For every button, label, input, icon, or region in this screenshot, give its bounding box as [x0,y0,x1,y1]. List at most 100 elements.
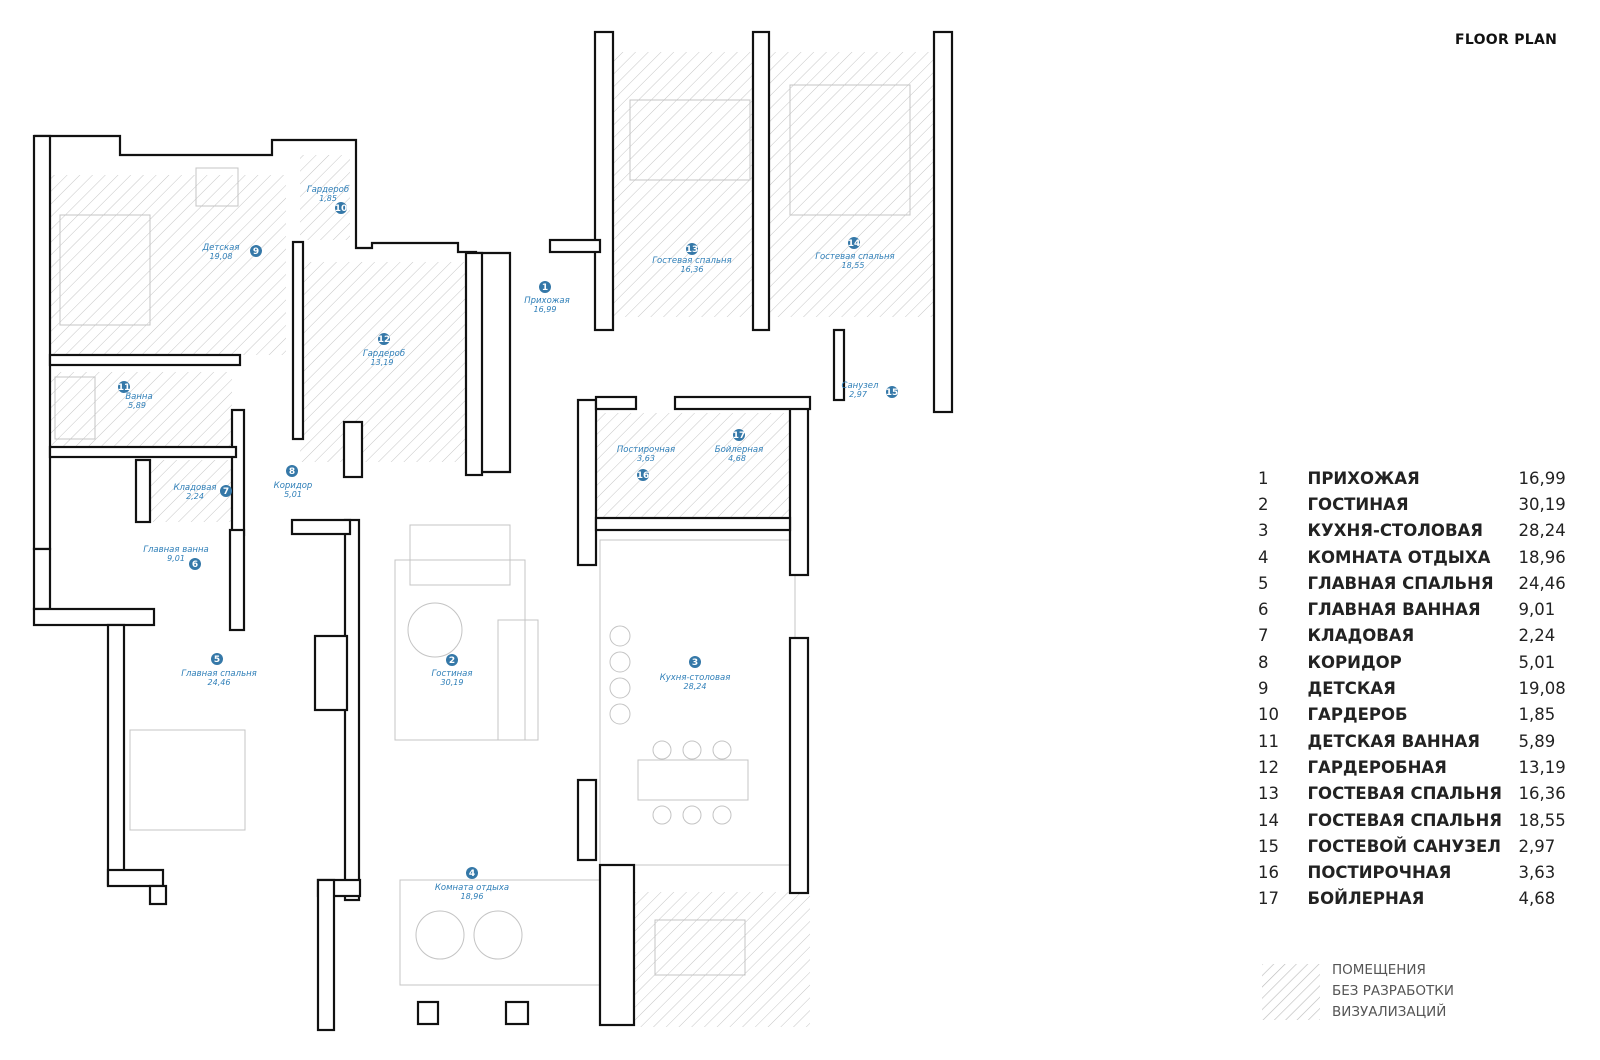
legend-name: ГЛАВНАЯ СПАЛЬНЯ [1307,573,1494,593]
legend-area: 5,89 [1518,731,1556,751]
wall-segment [788,636,810,895]
hatched-rooms [50,52,940,1027]
room-12-marker: 12 Гардероб 13,19 [363,333,405,367]
hatch-room-11 [50,372,232,447]
hatch-room-10 [300,155,350,240]
svg-text:9,01: 9,01 [167,554,185,563]
room-11-marker: 11 Ванна 5,89 [118,381,153,410]
hatch-line: БЕЗ РАЗРАБОТКИ [1332,983,1454,999]
svg-text:Главная ванна: Главная ванна [143,545,209,555]
wall-segment [48,445,238,459]
svg-text:10: 10 [335,204,348,214]
wall-segment [576,778,598,862]
wall-segment [290,518,352,536]
legend-name: КОРИДОР [1307,652,1402,672]
svg-text:13,19: 13,19 [371,358,394,367]
wall-segment [48,353,242,367]
svg-text:15: 15 [886,388,899,398]
svg-text:Гостевая спальня: Гостевая спальня [815,252,894,262]
wall-segment [106,623,126,887]
wall-segment [504,1000,530,1026]
svg-text:Комната отдыха: Комната отдыха [435,883,509,893]
svg-text:2,24: 2,24 [186,492,204,501]
legend-area: 24,46 [1518,573,1566,593]
svg-text:4,68: 4,68 [728,454,746,463]
room-8-marker: 8 Коридор 5,01 [274,465,312,499]
room-17-marker: 17 Бойлерная 4,68 [715,429,763,463]
svg-text:16,36: 16,36 [681,265,704,274]
legend-name: КУХНЯ-СТОЛОВАЯ [1307,521,1483,541]
wall-segment [594,395,638,411]
legend-name: ДЕТСКАЯ [1307,679,1396,699]
svg-text:5,01: 5,01 [284,490,302,499]
room-1-marker: 1 Прихожая 16,99 [524,281,570,314]
svg-text:6: 6 [192,560,198,570]
legend-num: 12 [1258,757,1279,777]
legend-name: ПРИХОЖАЯ [1307,468,1420,488]
legend-area: 5,01 [1518,652,1556,672]
legend-num: 13 [1258,784,1279,804]
legend-num: 7 [1258,626,1269,646]
legend-name: КОМНАТА ОТДЫХА [1307,547,1491,567]
svg-text:9: 9 [253,247,259,257]
svg-text:18,55: 18,55 [842,261,865,270]
wall-segment [932,30,954,414]
legend-area: 9,01 [1518,600,1556,620]
room-3-marker: 3 Кухня-столовая 28,24 [660,656,730,691]
legend-num: 8 [1258,652,1269,672]
legend-num: 1 [1258,468,1269,488]
hatch-legend-text: ПОМЕЩЕНИЯ БЕЗ РАЗРАБОТКИ ВИЗУАЛИЗАЦИЙ [1332,960,1512,1023]
svg-text:5,89: 5,89 [128,401,146,410]
legend-area: 16,36 [1518,784,1566,804]
room-14-marker: 14 Гостевая спальня 18,55 [815,237,895,270]
legend-name: ГОСТЕВОЙ САНУЗЕЛ [1307,836,1501,856]
room-15-marker: 15 Санузел 2,97 [842,381,899,399]
legend-name: ПОСТИРОЧНАЯ [1307,863,1452,883]
legend-name: ГОСТИНАЯ [1307,494,1409,514]
wall-segment [673,395,812,411]
svg-text:1: 1 [542,283,548,293]
svg-text:16,99: 16,99 [534,305,557,314]
wall-segment [32,607,156,627]
hatch-line: ВИЗУАЛИЗАЦИЙ [1332,1004,1447,1020]
wall-segment [832,328,846,402]
wall-outer-west [34,134,512,474]
legend-name: ГАРДЕРОБ [1307,705,1408,725]
legend-area: 1,85 [1518,705,1556,725]
legend-name: ГОСТЕВАЯ СПАЛЬНЯ [1307,810,1502,830]
svg-text:Кладовая: Кладовая [173,483,216,493]
legend-num: 5 [1258,573,1269,593]
legend-num: 2 [1258,494,1269,514]
svg-text:Постирочная: Постирочная [617,445,675,455]
hatch-room-13 [612,52,757,317]
hatch-room-16-17 [597,413,791,518]
room-2-marker: 2 Гостиная 30,19 [432,654,472,687]
legend-num: 15 [1258,836,1279,856]
wall-segment [416,1000,440,1026]
room-9-marker: 9 Детская 19,08 [202,243,262,261]
wall-segment [316,878,336,1032]
room-6-marker: 6 Главная ванна 9,01 [143,545,209,570]
svg-text:Главная спальня: Главная спальня [181,669,257,679]
legend-area: 4,68 [1518,889,1556,909]
legend-name: ГАРДЕРОБНАЯ [1307,757,1447,777]
svg-text:Гардероб: Гардероб [307,185,349,195]
legend-name: КЛАДОВАЯ [1307,626,1415,646]
svg-text:3,63: 3,63 [637,454,655,463]
legend-area: 19,08 [1518,679,1566,699]
room-13-marker: 13 Гостевая спальня 16,36 [652,243,732,274]
legend-area: 18,55 [1518,810,1566,830]
legend-area: 16,99 [1518,468,1566,488]
legend-area: 13,19 [1518,757,1566,777]
wall-segment [134,458,152,524]
svg-text:1,85: 1,85 [319,194,337,203]
room-7-marker: 7 Кладовая 2,24 [173,483,232,501]
svg-text:24,46: 24,46 [208,678,231,687]
